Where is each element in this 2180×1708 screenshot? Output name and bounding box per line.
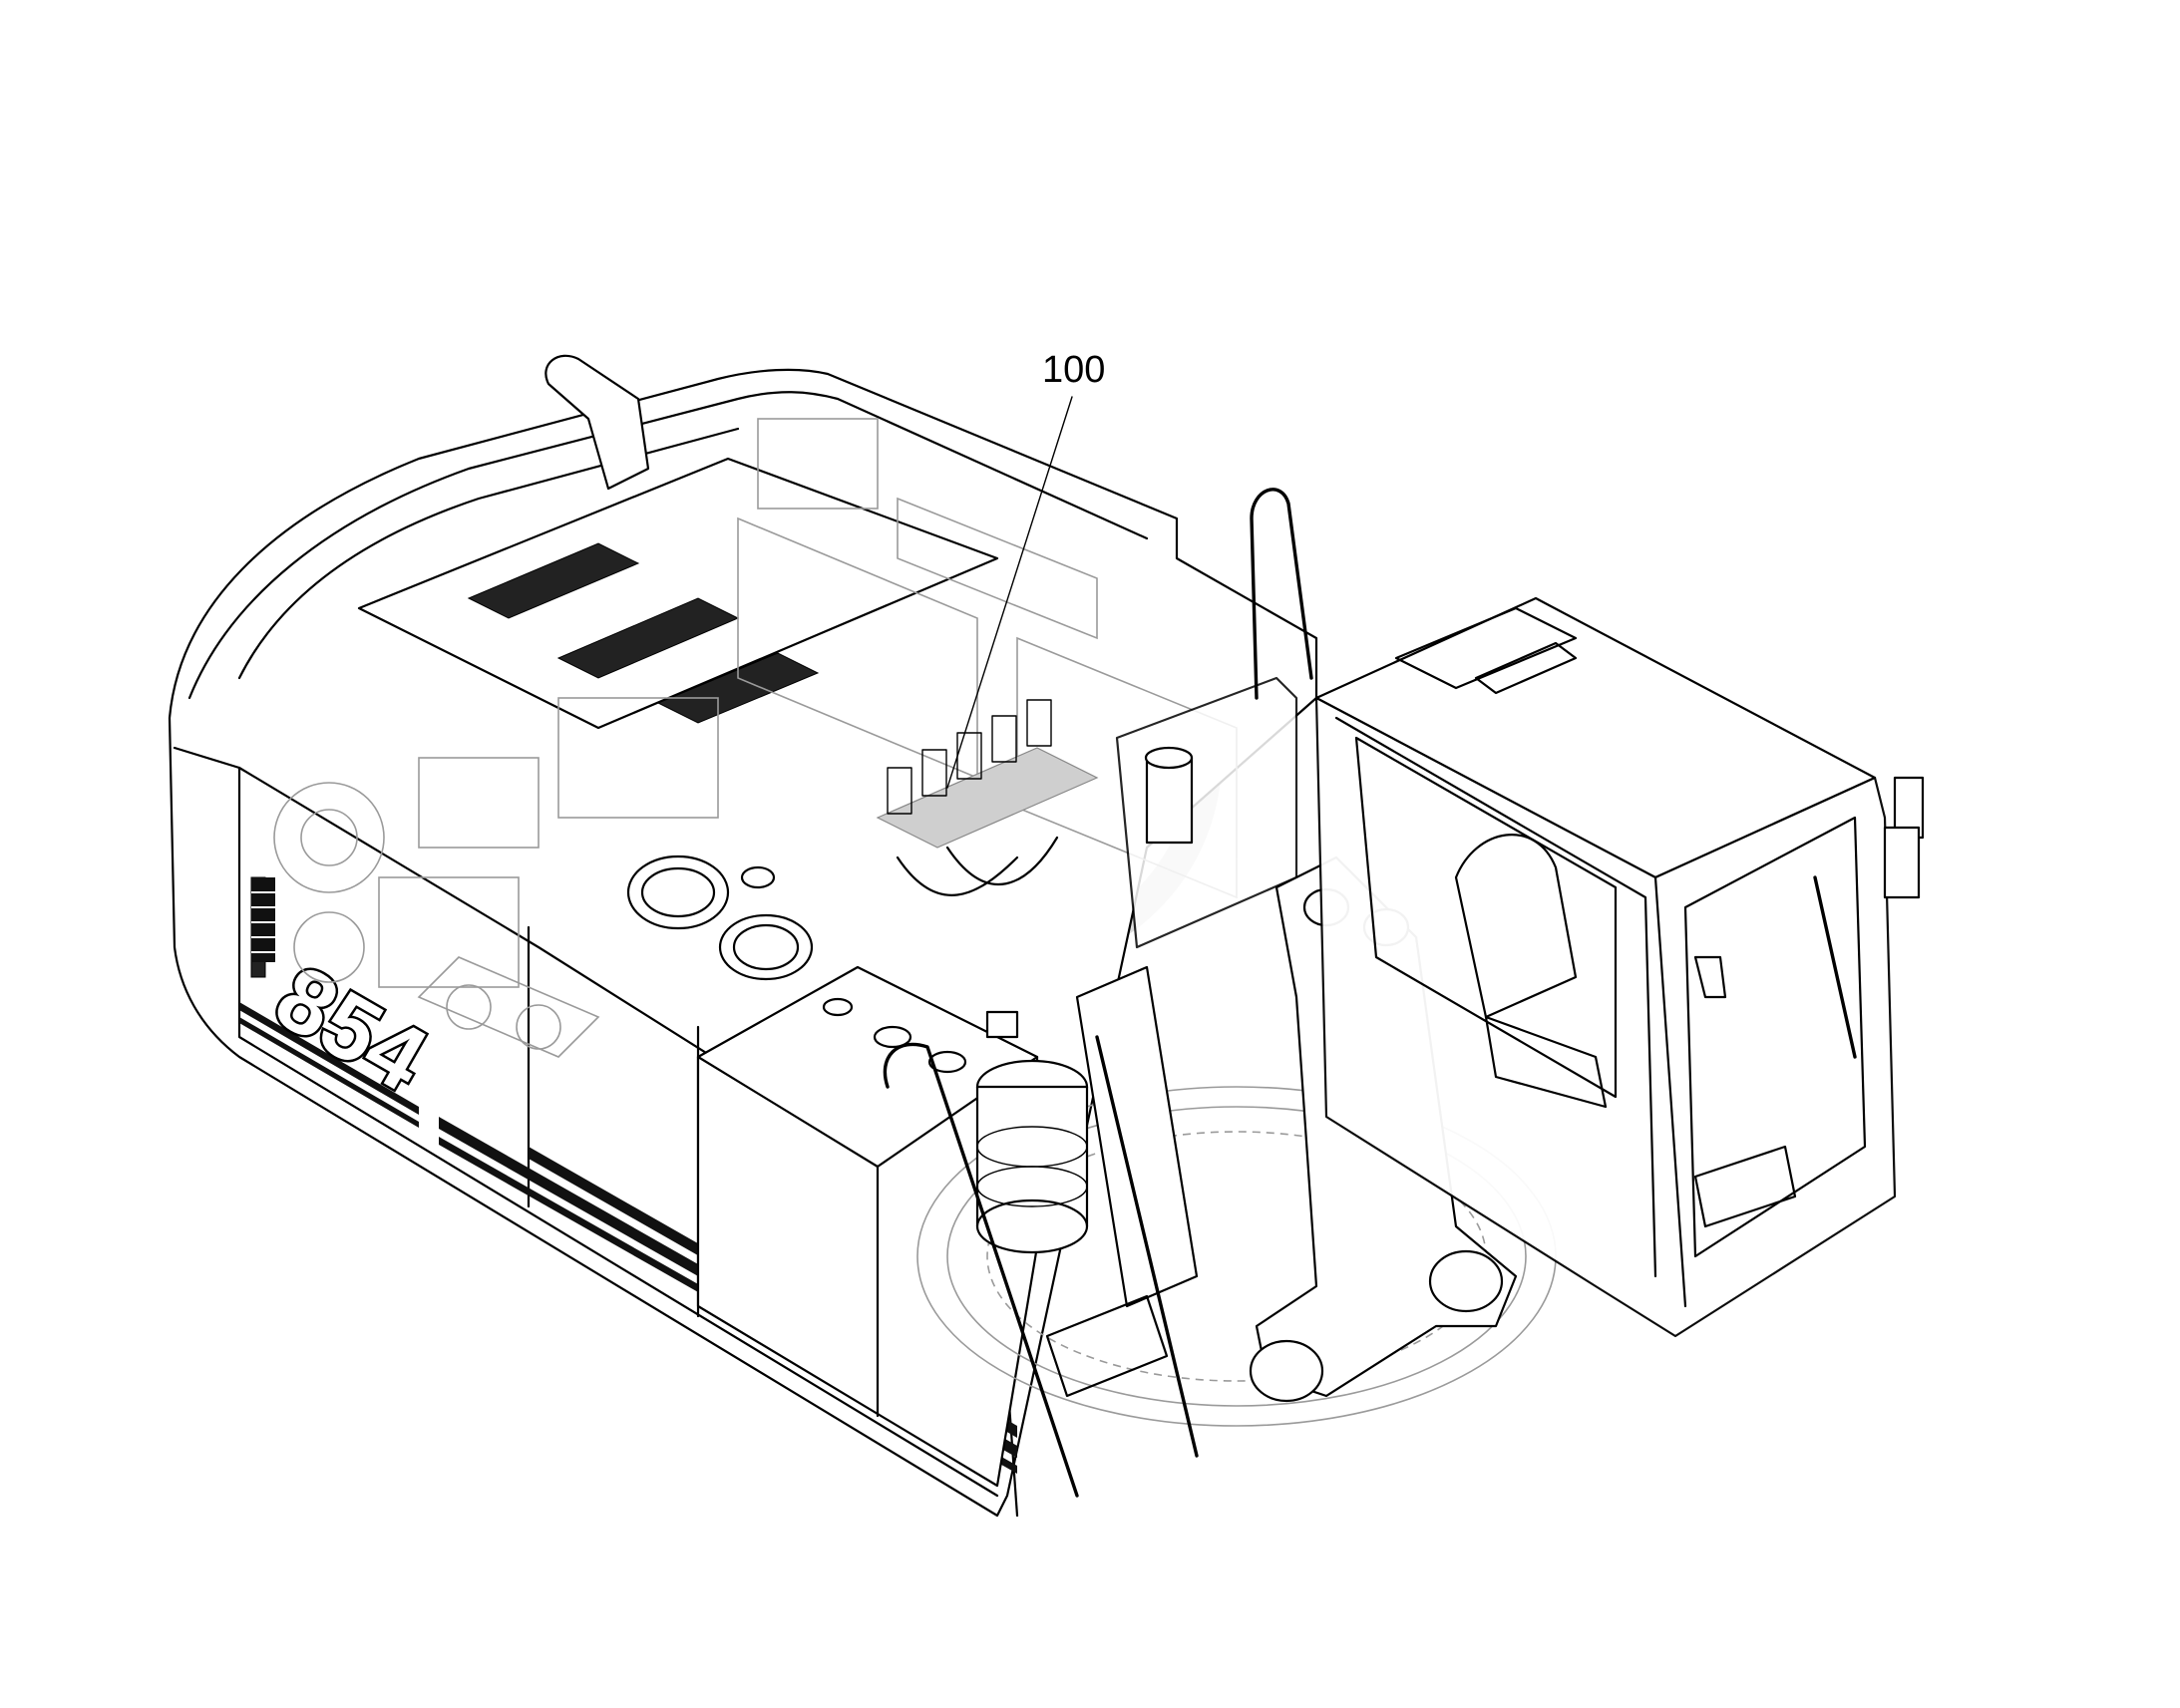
callout-label: 100	[1042, 349, 1105, 391]
control-valve-block	[876, 699, 1099, 896]
callout-100: 100	[946, 349, 1105, 789]
swing-motor	[975, 1059, 1089, 1254]
side-grille	[251, 877, 275, 962]
fuel-tank	[696, 965, 1039, 1488]
operator-cab	[1250, 488, 1925, 1338]
callout-leader-line	[946, 396, 1073, 789]
front-handrail	[883, 1035, 1199, 1498]
filler-caps	[626, 854, 814, 981]
cooling-unit	[1115, 676, 1298, 949]
